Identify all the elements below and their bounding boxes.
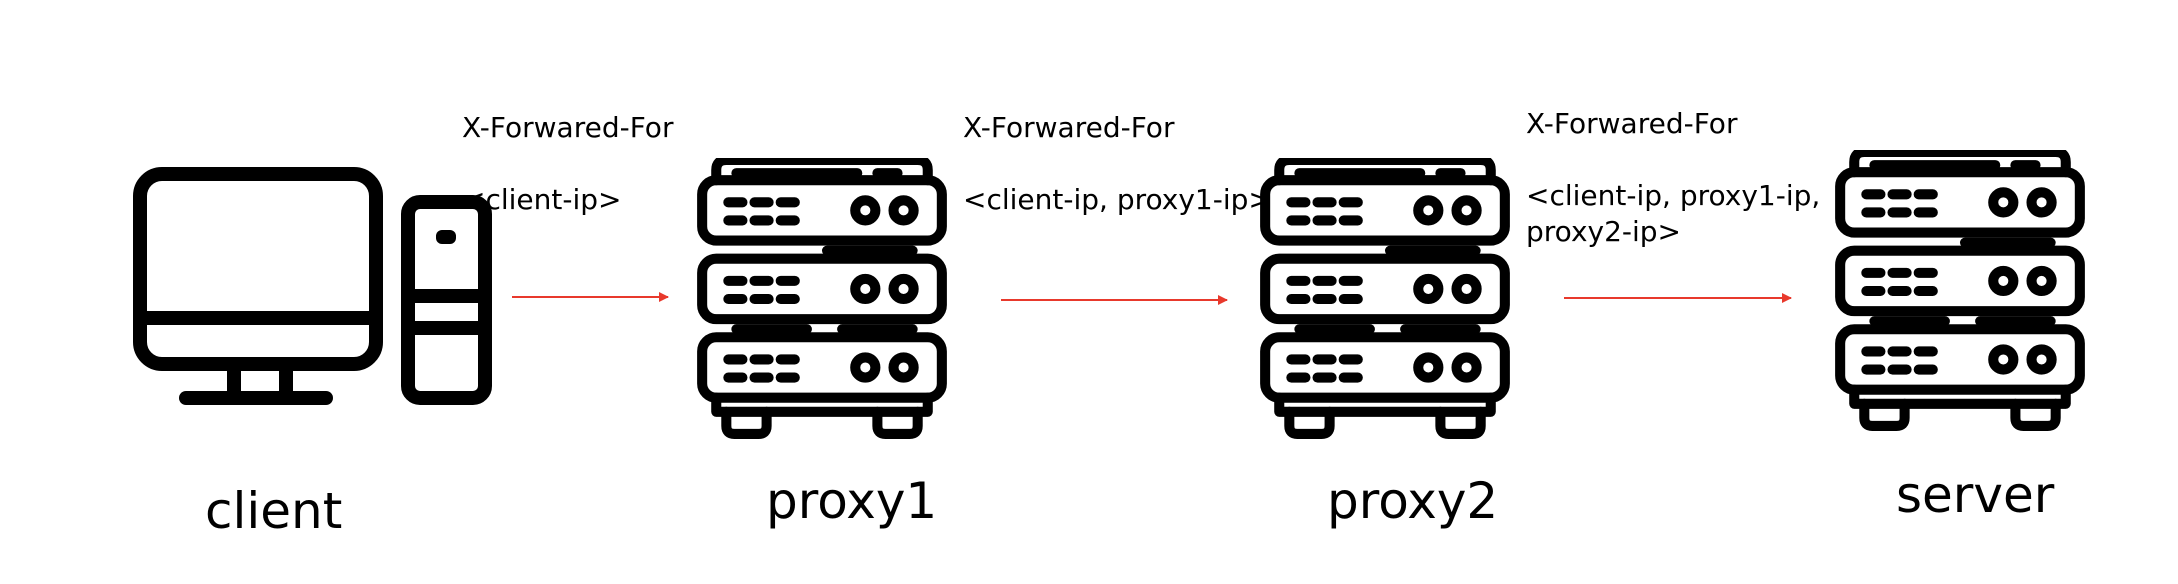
header-name: X-Forwared-For xyxy=(963,111,1175,144)
header-value: <client-ip, proxy1-ip> xyxy=(963,183,1272,216)
node-label-proxy1: proxy1 xyxy=(766,472,938,530)
edge-header-annotation: X-Forwared-For <client-ip, proxy1-ip> xyxy=(963,74,1272,254)
power-button-icon xyxy=(436,230,456,244)
header-name: X-Forwared-For xyxy=(1526,107,1738,140)
node-label-server: server xyxy=(1896,466,2055,524)
header-value: <client-ip> xyxy=(462,183,622,216)
header-value: <client-ip, proxy1-ip, proxy2-ip> xyxy=(1526,179,1821,248)
server-rack-icon xyxy=(1840,152,2080,426)
node-label-client: client xyxy=(205,482,343,540)
desktop-computer-icon xyxy=(133,167,492,405)
edge-header-annotation: X-Forwared-For <client-ip> xyxy=(462,74,673,254)
edge-header-annotation: X-Forwared-For <client-ip, proxy1-ip, pr… xyxy=(1526,70,1820,286)
node-label-proxy2: proxy2 xyxy=(1327,472,1499,530)
server-rack-icon xyxy=(1265,160,1505,434)
server-rack-icon xyxy=(702,160,942,434)
header-name: X-Forwared-For xyxy=(462,111,674,144)
